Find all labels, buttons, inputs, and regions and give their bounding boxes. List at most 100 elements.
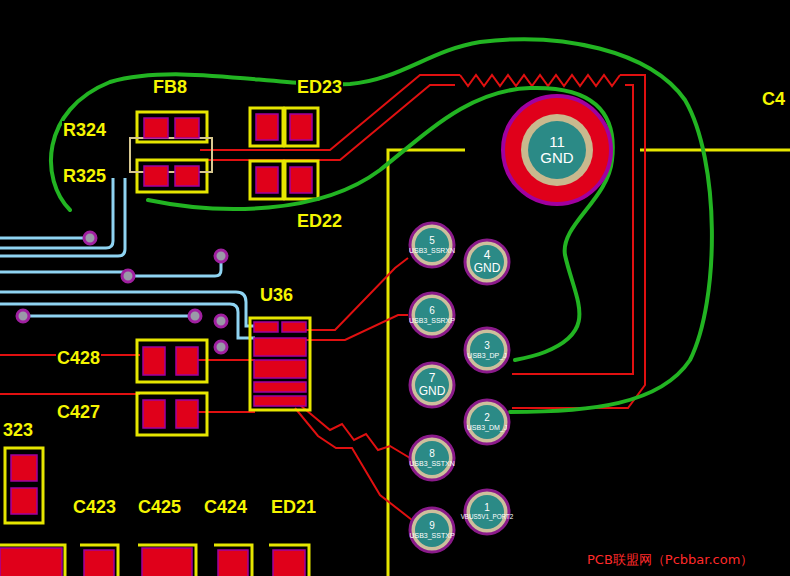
via [189, 310, 201, 322]
trace [0, 292, 255, 326]
pad [254, 360, 306, 378]
via [84, 232, 96, 244]
pin-name: USB3_SSTXN [409, 460, 455, 467]
through-hole-pad: 7GND [408, 361, 456, 409]
through-hole-pad: 5USB3_SSRXN [408, 221, 456, 269]
pad [254, 338, 306, 356]
pad [143, 347, 165, 375]
pad [0, 548, 62, 576]
pad [254, 396, 306, 406]
copper-ring [503, 96, 611, 204]
pin-number: 11 [549, 134, 565, 150]
pin-number: 7 [429, 372, 436, 385]
pin-number: 9 [429, 521, 435, 532]
trace [200, 85, 633, 374]
pad-text: 4GND [463, 238, 511, 286]
reference-designator: ED22 [296, 212, 343, 230]
through-hole-pad: 4GND [463, 238, 511, 286]
through-hole-pad: 3USB3_DP_J [463, 326, 511, 374]
pin-number: 5 [429, 236, 435, 247]
pad-text: 7GND [408, 361, 456, 409]
pad [142, 548, 192, 576]
pin-name: USB3_SSRXN [409, 247, 455, 254]
pad-text: 6USB3_SSRXP [408, 291, 456, 339]
component-outline [250, 161, 283, 199]
pad [290, 167, 312, 193]
through-hole-pad: 2USB3_DM_J [463, 398, 511, 446]
through-hole-pad: 9USB3_SSTXP [408, 506, 456, 554]
through-hole-pad: 6USB3_SSRXP [408, 291, 456, 339]
pad [11, 455, 37, 481]
pin-name: USB3_SSTXP [409, 532, 454, 539]
pin-name: USB3_DP_J [467, 352, 506, 359]
drill-hole [470, 245, 504, 279]
pad [254, 382, 306, 392]
drill-hole [415, 228, 449, 262]
drill-hole [470, 495, 504, 529]
pad [256, 167, 278, 193]
annular-ring [410, 508, 454, 552]
pad-text: 5USB3_SSRXN [408, 221, 456, 269]
component-outline [137, 393, 207, 435]
board-outline [388, 150, 790, 576]
component-outline [137, 160, 207, 192]
reference-designator: 323 [2, 421, 34, 439]
pad [290, 114, 312, 140]
reference-designator: FB8 [152, 78, 188, 96]
via [215, 315, 227, 327]
annular-ring [410, 363, 454, 407]
pin-name: GND [474, 262, 501, 275]
reference-designator: C424 [203, 498, 248, 516]
pad-text: 3USB3_DP_J [463, 326, 511, 374]
annular-ring [465, 240, 509, 284]
reference-designator: U36 [259, 286, 294, 304]
drill-hole [415, 513, 449, 547]
pad [273, 550, 305, 576]
trace [0, 271, 128, 274]
freehand-line [51, 39, 712, 412]
pad [11, 488, 37, 514]
drill-hole [528, 121, 586, 179]
pin-name: GND [419, 385, 446, 398]
pad [144, 118, 168, 138]
trace [300, 405, 410, 458]
pin-name: USB3_DM_J [467, 424, 507, 431]
drill-hole [415, 298, 449, 332]
pad-text: 1VBUS5V1_PORT2 [463, 488, 511, 536]
pad [176, 347, 198, 375]
red-traces [0, 75, 645, 520]
reference-designator: R324 [62, 121, 107, 139]
via [215, 250, 227, 262]
pad [175, 118, 199, 138]
reference-designator: ED21 [270, 498, 317, 516]
reference-designator: C427 [56, 403, 101, 421]
component-outline [285, 161, 318, 199]
pin-number: 2 [484, 413, 490, 424]
pad [175, 166, 199, 186]
annular-ring [410, 223, 454, 267]
pad [176, 400, 198, 428]
through-hole-pad: 1VBUS5V1_PORT2 [463, 488, 511, 536]
pin-number: 1 [484, 503, 490, 514]
annular-ring [410, 293, 454, 337]
annular-ring [410, 436, 454, 480]
pad [84, 550, 114, 576]
drill-hole [415, 368, 449, 402]
component-outline [5, 448, 43, 523]
via [17, 310, 29, 322]
trace [305, 315, 408, 340]
serpentine-trace [460, 75, 620, 86]
via [122, 270, 134, 282]
freehand-line [148, 88, 613, 360]
pad [256, 114, 278, 140]
pad [254, 322, 278, 332]
reference-designator: C4 [761, 90, 786, 108]
component-outline [0, 545, 309, 576]
component-outline [250, 108, 283, 146]
pin-name: USB3_SSRXP [409, 317, 455, 324]
pin-name: VBUS5V1_PORT2 [461, 514, 514, 521]
pin-number: 8 [429, 449, 435, 460]
annular-ring [465, 490, 509, 534]
